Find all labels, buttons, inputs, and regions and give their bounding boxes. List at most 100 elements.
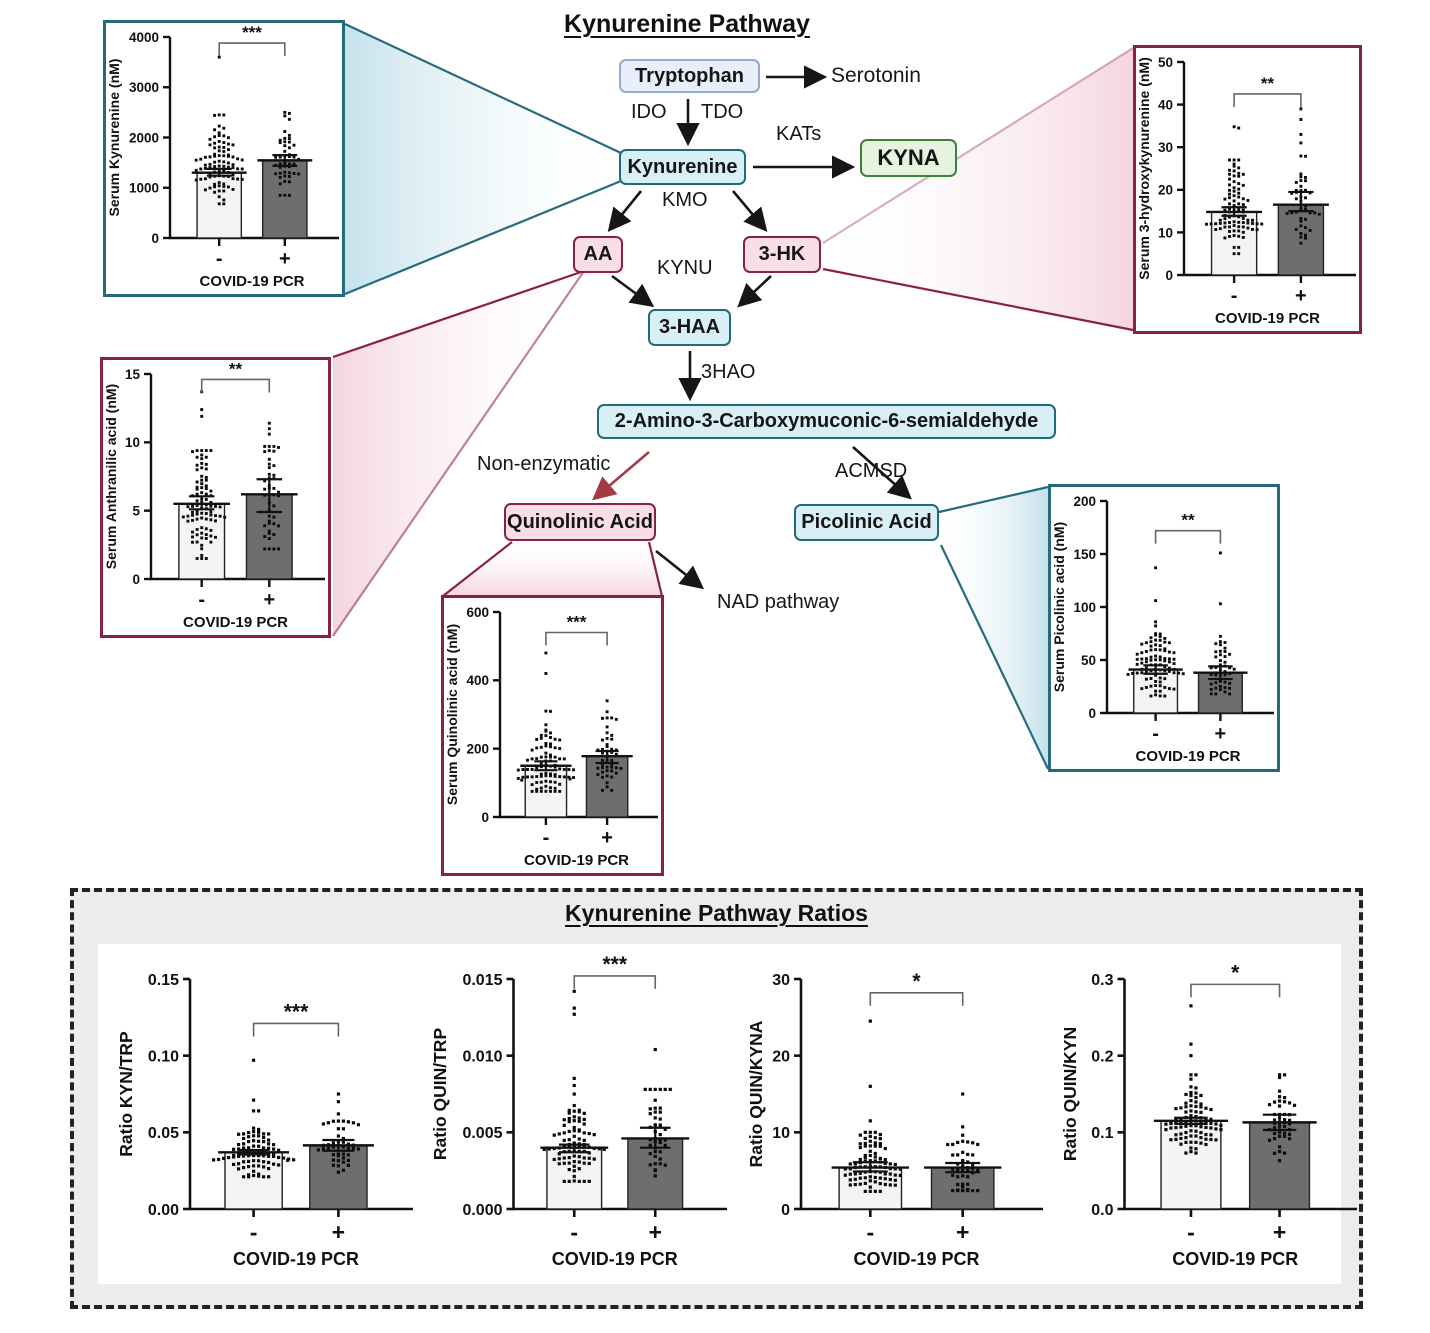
svg-text:200: 200 [1073, 494, 1096, 509]
svg-text:30: 30 [772, 972, 790, 989]
svg-text:+: + [1295, 285, 1307, 307]
svg-text:150: 150 [1073, 547, 1096, 562]
node-tryptophan: Tryptophan [619, 59, 760, 93]
svg-text:20: 20 [1158, 183, 1173, 198]
svg-text:5: 5 [132, 504, 140, 519]
svg-text:2000: 2000 [129, 130, 159, 145]
svg-text:40: 40 [1158, 97, 1173, 112]
svg-text:20: 20 [772, 1048, 790, 1065]
svg-text:+: + [601, 827, 613, 849]
svg-text:-: - [250, 1219, 258, 1245]
svg-text:Serum Kynurenine (nM): Serum Kynurenine (nM) [106, 59, 122, 217]
arrow-acms-picolinic [852, 446, 912, 500]
svg-text:Serum Picolinic acid (nM): Serum Picolinic acid (nM) [1051, 522, 1067, 692]
svg-text:0.000: 0.000 [462, 1202, 502, 1219]
arrow-kynurenine-3hk [732, 190, 768, 232]
svg-text:0.2: 0.2 [1091, 1048, 1113, 1065]
arrow-3hk-3haa [737, 275, 772, 308]
svg-text:0.3: 0.3 [1091, 972, 1113, 989]
pathway-arrows [607, 65, 912, 590]
svg-text:*: * [1231, 961, 1240, 984]
svg-text:COVID-19 PCR: COVID-19 PCR [233, 1249, 359, 1269]
svg-text:10: 10 [1158, 225, 1173, 240]
svg-text:Serum Anthranilic acid (nM): Serum Anthranilic acid (nM) [103, 384, 119, 569]
label-tdo-enzyme: TDO [701, 101, 744, 123]
svg-text:-: - [198, 589, 205, 611]
svg-text:-: - [570, 1219, 578, 1245]
node-3haa-label: 3-HAA [658, 316, 721, 338]
svg-text:0.015: 0.015 [462, 972, 502, 989]
svg-text:**: ** [229, 360, 243, 378]
svg-text:1000: 1000 [129, 181, 159, 196]
svg-text:***: *** [602, 953, 627, 976]
svg-text:0.00: 0.00 [148, 1202, 179, 1219]
svg-text:+: + [279, 248, 291, 270]
svg-text:-: - [216, 248, 223, 270]
svg-text:+: + [1273, 1219, 1286, 1245]
label-kynu-enzyme: KYNU [657, 257, 713, 279]
svg-text:Ratio QUIN/KYNA: Ratio QUIN/KYNA [746, 1020, 766, 1167]
node-tryptophan-label: Tryptophan [635, 64, 744, 87]
label-ido-enzyme: IDO [631, 101, 667, 123]
ratios-title: Kynurenine Pathway Ratios [565, 900, 868, 926]
svg-text:COVID-19 PCR: COVID-19 PCR [853, 1249, 979, 1269]
svg-text:0.10: 0.10 [148, 1048, 179, 1065]
node-acms: 2-Amino-3-Carboxymuconic-6-semialdehyde [597, 404, 1056, 439]
label-nonenzymatic: Non-enzymatic [477, 453, 611, 475]
svg-text:Ratio QUIN/KYN: Ratio QUIN/KYN [1060, 1027, 1080, 1161]
svg-text:0.0: 0.0 [1091, 1202, 1113, 1219]
svg-text:+: + [956, 1219, 969, 1245]
svg-text:30: 30 [1158, 140, 1173, 155]
svg-text:0: 0 [132, 572, 140, 587]
node-picolinic-acid: Picolinic Acid [794, 504, 939, 541]
svg-text:10: 10 [772, 1125, 790, 1142]
node-kyna: KYNA [860, 139, 957, 177]
svg-text:***: *** [242, 23, 262, 42]
svg-text:COVID-19 PCR: COVID-19 PCR [1215, 310, 1320, 327]
svg-text:400: 400 [466, 673, 489, 688]
label-3hao-enzyme: 3HAO [701, 361, 756, 383]
svg-text:**: ** [1181, 511, 1195, 530]
svg-text:Ratio KYN/TRP: Ratio KYN/TRP [116, 1031, 136, 1157]
svg-text:Ratio QUIN/TRP: Ratio QUIN/TRP [430, 1028, 450, 1161]
svg-text:0: 0 [1165, 268, 1173, 283]
svg-text:Serum 3-hydroxykynurenine (nM): Serum 3-hydroxykynurenine (nM) [1136, 57, 1152, 280]
svg-text:50: 50 [1081, 653, 1096, 668]
node-kyna-label: KYNA [877, 145, 940, 170]
beam-aa-chart [332, 269, 585, 637]
svg-text:4000: 4000 [129, 30, 159, 45]
beam-3hk-chart [822, 47, 1134, 332]
svg-text:COVID-19 PCR: COVID-19 PCR [1135, 748, 1240, 765]
svg-text:COVID-19 PCR: COVID-19 PCR [183, 614, 288, 631]
arrow-aa-3haa [611, 274, 655, 308]
beam-picolinic-chart [938, 485, 1049, 770]
svg-text:Serum Quinolinic acid (nM): Serum Quinolinic acid (nM) [444, 624, 460, 805]
svg-text:3000: 3000 [129, 80, 159, 95]
svg-text:***: *** [567, 613, 587, 632]
node-3haa: 3-HAA [648, 309, 731, 346]
svg-text:0.05: 0.05 [148, 1125, 179, 1142]
svg-text:200: 200 [466, 742, 489, 757]
svg-text:0: 0 [151, 231, 159, 246]
node-picolinic-label: Picolinic Acid [801, 511, 932, 533]
svg-text:+: + [1215, 723, 1227, 745]
beam-kynurenine-chart [344, 23, 622, 296]
label-acmsd-enzyme: ACMSD [835, 460, 908, 482]
svg-text:-: - [866, 1219, 874, 1245]
svg-text:+: + [649, 1219, 662, 1245]
svg-text:0.15: 0.15 [148, 972, 179, 989]
